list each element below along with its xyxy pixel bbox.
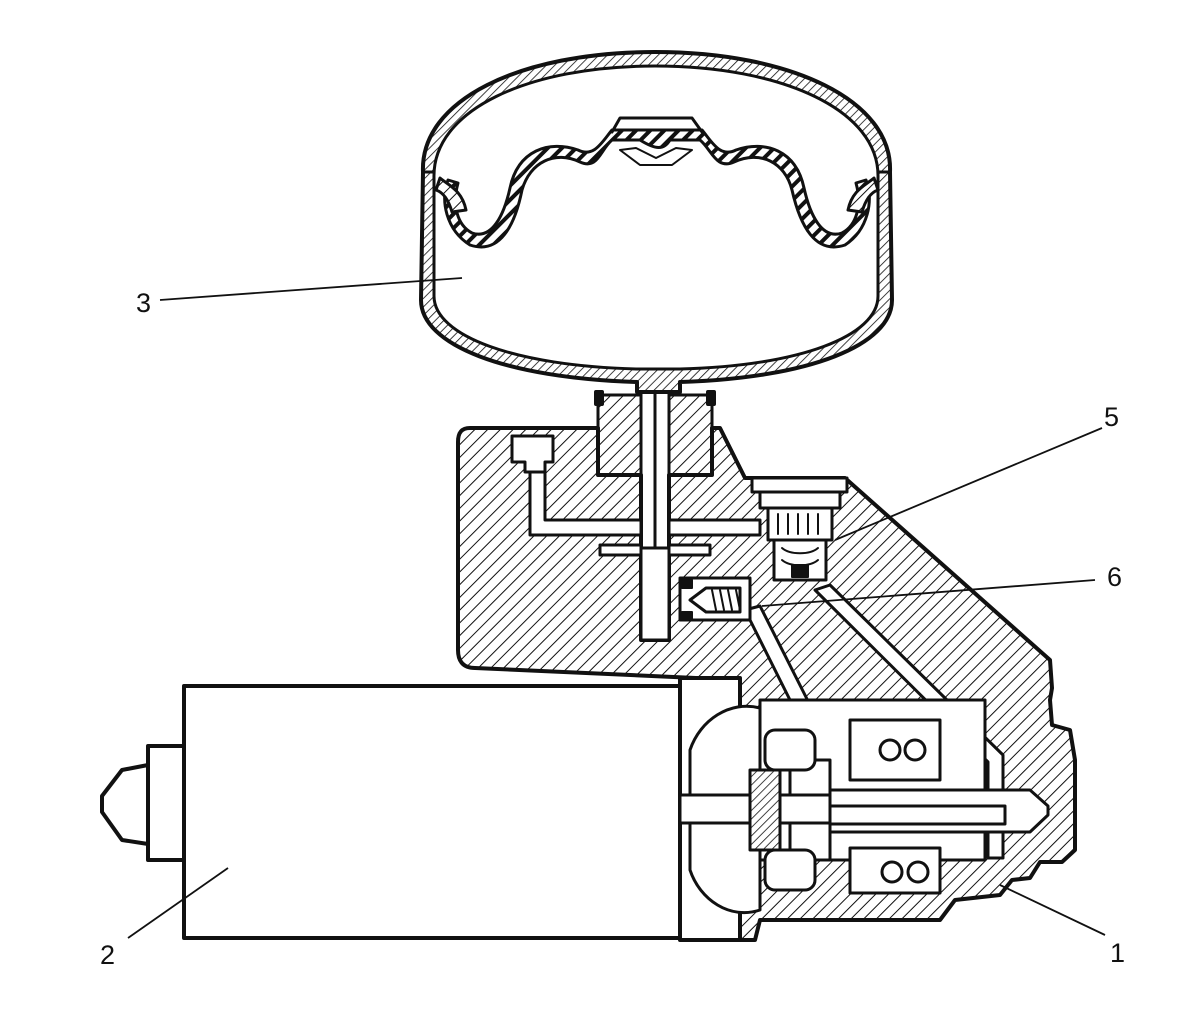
leader-1 <box>999 884 1106 936</box>
check-valve <box>678 576 752 622</box>
leader-lines <box>127 277 1106 939</box>
callout-3: 3 <box>136 288 151 318</box>
accumulator-neck <box>594 390 716 642</box>
leader-6 <box>761 579 1096 607</box>
electric-motor <box>100 676 832 942</box>
leader-3 <box>159 277 463 301</box>
diaphragm <box>434 116 880 249</box>
callout-6: 6 <box>1107 562 1122 592</box>
callout-1: 1 <box>1110 938 1125 968</box>
leader-5 <box>834 427 1103 541</box>
accumulator-sphere <box>419 50 894 394</box>
callout-labels: 3 2 1 5 6 <box>100 288 1125 970</box>
callout-2: 2 <box>100 940 115 970</box>
pressure-relief-valve <box>766 506 834 582</box>
callout-5: 5 <box>1104 402 1119 432</box>
leader-2 <box>127 867 229 939</box>
